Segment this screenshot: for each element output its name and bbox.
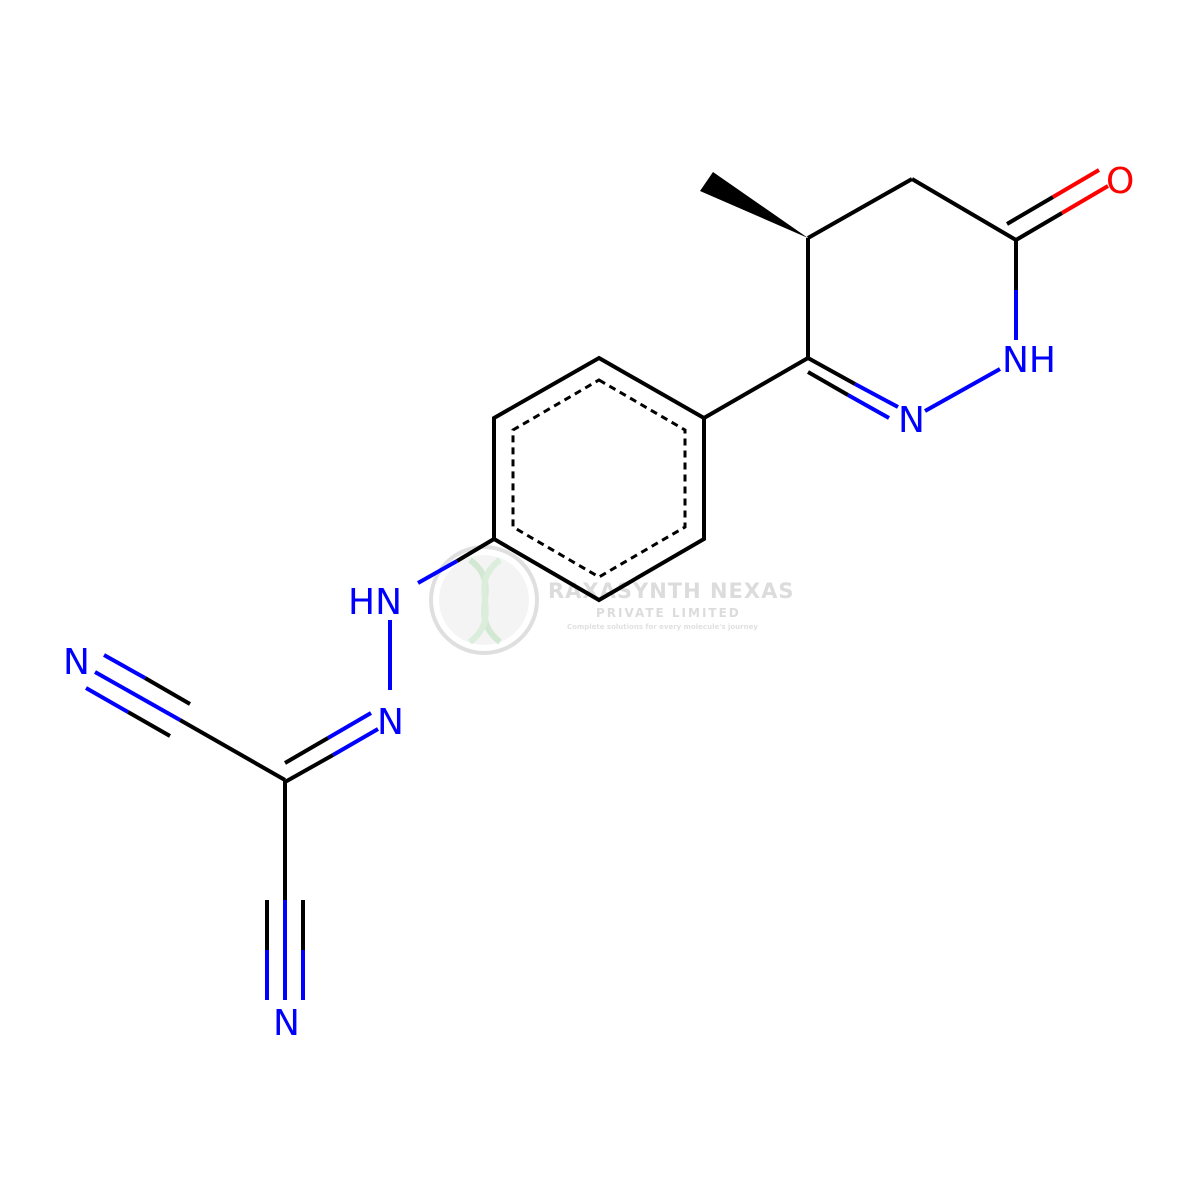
- watermark-company: RAXASYNTH NEXAS: [548, 579, 794, 603]
- watermark-tagline: Complete solutions for every molecule's …: [567, 623, 758, 631]
- atom-n-ring: N: [898, 400, 925, 441]
- atom-hn-hydrazone: HN: [348, 582, 402, 623]
- pyridazinone-ring: [806, 177, 1018, 420]
- phenyl-ring: [492, 355, 706, 603]
- atom-n-hydrazone: N: [377, 702, 404, 743]
- watermark-logo: [429, 545, 539, 655]
- watermark: RAXASYNTH NEXAS PRIVATE LIMITED Complete…: [429, 545, 794, 655]
- watermark-subtitle: PRIVATE LIMITED: [596, 606, 741, 620]
- atom-n-nitrile-2: N: [273, 1003, 300, 1044]
- phenyl-nh-bond: [417, 537, 496, 585]
- nitrile-bond-1: [85, 653, 286, 782]
- hydrazone-double-bond: [283, 711, 380, 784]
- carbonyl-bond: [1005, 168, 1110, 242]
- atom-oxygen: O: [1106, 161, 1134, 202]
- nitrile-bond-2: [265, 780, 305, 1000]
- atom-n-nitrile-1: N: [63, 642, 90, 683]
- atom-nh-ring: NH: [1002, 340, 1056, 381]
- methyl-wedge-bond: [700, 172, 808, 238]
- ring-phenyl-bond: [703, 356, 809, 420]
